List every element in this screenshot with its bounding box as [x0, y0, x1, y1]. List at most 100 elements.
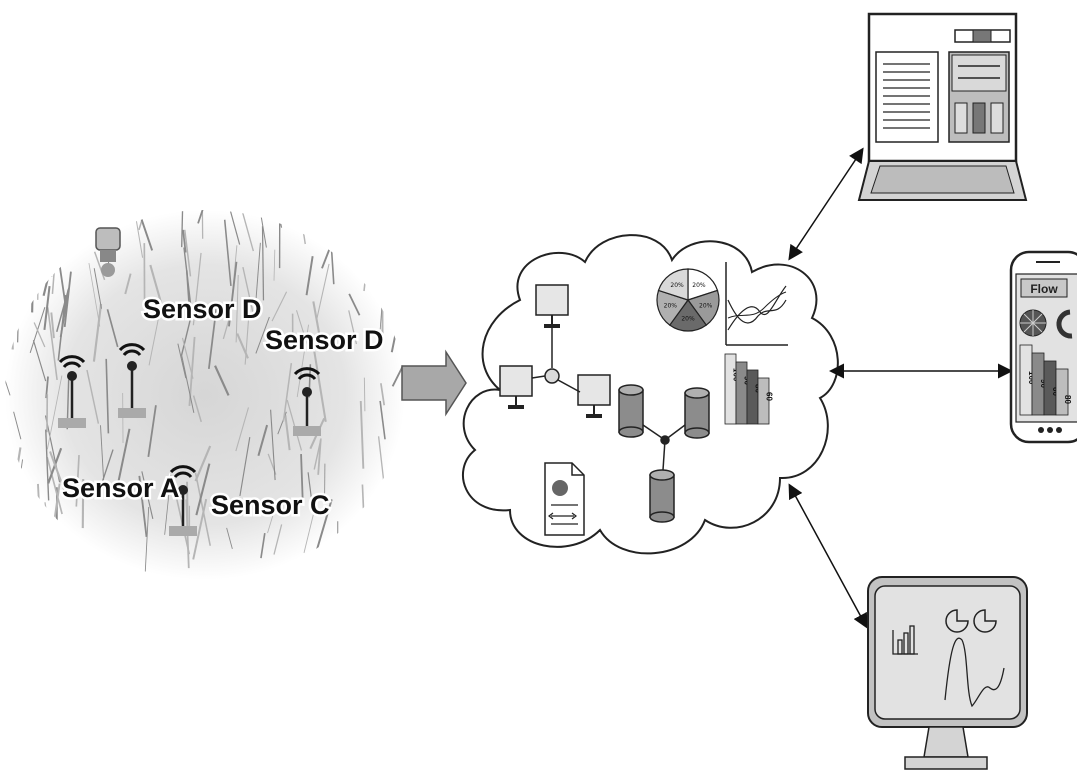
grass-blade	[267, 210, 283, 228]
grass-blade	[194, 472, 212, 546]
grass-blade	[348, 310, 358, 345]
grass-blade	[316, 499, 333, 550]
grass-blade	[286, 399, 303, 451]
pie-slice	[668, 298, 708, 332]
bar	[746, 369, 759, 425]
pie-slice	[656, 289, 689, 326]
grass-blade	[42, 210, 52, 243]
desktop-monitor-icon	[867, 576, 1028, 770]
grass-blade	[305, 256, 314, 296]
grass-blade	[373, 210, 382, 221]
grass-blade	[366, 210, 374, 263]
pie-slice-label: 20%	[692, 282, 706, 289]
grass-blade	[359, 400, 365, 469]
cloud-platform: 20%20%20%20%20% 100908060	[461, 234, 839, 555]
grass-blade	[270, 409, 276, 481]
grass-blade	[235, 274, 239, 343]
field-photo: Sensor D Sensor D Sensor A Sensor C	[5, 210, 405, 580]
grass-blade	[105, 358, 110, 434]
pie-slice-label: 20%	[664, 303, 678, 310]
grass-blade	[363, 219, 373, 292]
sensor-label: Sensor A	[62, 473, 180, 503]
grass-blade	[25, 229, 41, 260]
grass-blade	[375, 256, 391, 285]
grass-blade	[296, 324, 310, 398]
line-chart-icon	[725, 262, 788, 346]
grass-blade	[192, 252, 202, 326]
grass-blade	[42, 250, 53, 278]
grass-blade	[19, 261, 35, 297]
grass-blade	[138, 475, 148, 538]
grass-blade	[33, 322, 46, 348]
grass-blade	[132, 210, 144, 258]
grass-blade	[31, 265, 35, 313]
grass-blade	[239, 437, 251, 497]
grass-blade	[34, 231, 44, 279]
database-icon	[618, 384, 644, 438]
grass-blade	[273, 524, 283, 555]
grass-blade	[46, 456, 63, 515]
pie-chart-icon: 20%20%20%20%20%	[656, 268, 720, 332]
grass-blade	[261, 226, 265, 301]
sensor-label: Sensor D	[265, 325, 384, 355]
grass-blade	[363, 377, 366, 412]
sensor-label: Sensor D	[143, 294, 262, 324]
grass-blade	[144, 507, 150, 572]
grass-blade	[242, 267, 254, 312]
database-links	[642, 424, 686, 471]
grass-blade	[255, 316, 270, 354]
grass-blade	[197, 210, 209, 224]
sensor-label: Sensor C	[211, 490, 330, 520]
grass-blade	[46, 375, 63, 450]
grass-blade	[148, 309, 161, 366]
database-icon	[649, 469, 675, 523]
bar	[1055, 368, 1069, 416]
small-bar-chart-icon	[892, 625, 918, 655]
bar	[757, 377, 770, 425]
grass-blade	[361, 484, 365, 509]
grass-blade	[13, 411, 22, 440]
grass-blade	[257, 424, 269, 457]
grass-blade	[257, 210, 267, 248]
grass-blade	[312, 348, 327, 422]
grass-blade	[267, 500, 278, 534]
grass-blade	[75, 454, 80, 507]
grass-blade	[236, 333, 249, 359]
wifi-sensor-icon	[169, 465, 197, 536]
network-links	[531, 328, 581, 393]
grass-blade	[192, 395, 202, 423]
pie-slice-label: 20%	[670, 282, 684, 289]
grass-blade	[273, 249, 276, 281]
computer-icon	[577, 374, 611, 418]
laptop-icon	[857, 12, 1028, 201]
bar-label: 60	[765, 392, 774, 401]
grass-blade	[50, 312, 55, 339]
grass-blade	[49, 451, 66, 491]
grass-blade	[45, 376, 49, 399]
pie-slice	[687, 289, 720, 326]
grass-blade	[180, 305, 195, 356]
grass-blade	[282, 363, 293, 422]
grass-blade	[214, 365, 230, 396]
grass-blade	[147, 405, 157, 458]
grass-blade	[195, 463, 211, 516]
grass-blade	[375, 210, 390, 250]
grass-blade	[348, 293, 361, 316]
grass-blade	[284, 415, 291, 451]
data-flow-arrow	[401, 349, 467, 417]
gateway-device-icon	[95, 227, 121, 277]
wifi-sensor-icon	[58, 355, 86, 428]
phone-header-label: Flow	[1030, 282, 1058, 296]
grass-blade	[16, 459, 24, 504]
grass-blade	[92, 303, 103, 362]
grass-blade	[5, 517, 13, 573]
grass-blade	[390, 292, 405, 353]
grass-blade	[185, 270, 190, 303]
wifi-sensor-icon	[293, 367, 321, 436]
grass-blade	[100, 425, 105, 481]
grass-blade	[229, 210, 241, 245]
grass-blade	[244, 302, 251, 365]
grass-blade	[192, 498, 208, 560]
